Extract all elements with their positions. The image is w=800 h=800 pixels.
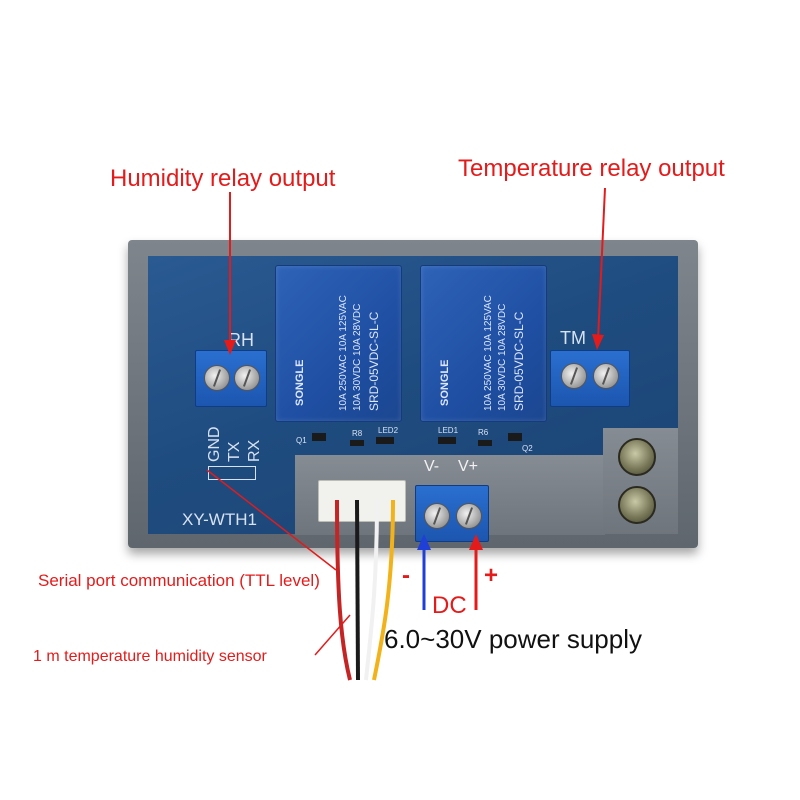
dc-plus-label: + <box>484 562 499 589</box>
v-plus-silkscreen: V+ <box>458 458 479 475</box>
sensor-pointer-line <box>314 614 351 656</box>
sensor-wire-yellow <box>372 499 395 681</box>
temperature-relay: SONGLE 10A 250VAC 10A 125VAC 10A 30VDC 1… <box>420 265 547 422</box>
r6-label: R6 <box>478 428 489 437</box>
rh-silkscreen: RH <box>228 330 254 350</box>
serial-pads <box>208 466 256 480</box>
dc-minus-label: - <box>402 562 410 589</box>
dc-minus-arrow-head <box>417 534 431 550</box>
transistor-q1 <box>312 433 326 441</box>
resistor-r8 <box>350 440 364 446</box>
sensor-wire-white <box>364 499 379 681</box>
sensor-wire-black <box>355 499 360 681</box>
transistor-q2 <box>508 433 522 441</box>
humidity-relay: SONGLE 10A 250VAC 10A 125VAC 10A 30VDC 1… <box>275 265 402 422</box>
led-1 <box>438 437 456 444</box>
sensor-wire-red <box>335 499 352 681</box>
led1-label: LED1 <box>438 426 459 435</box>
q1-label: Q1 <box>296 436 307 445</box>
temperature-relay-annotation: Temperature relay output <box>458 155 725 182</box>
power-supply-annotation: 6.0~30V power supply <box>384 624 643 654</box>
humidity-terminal-block <box>195 350 267 407</box>
resistor-r6 <box>478 440 492 446</box>
terminal-screw <box>424 503 450 529</box>
tm-silkscreen: TM <box>560 328 586 348</box>
serial-port-annotation: Serial port communication (TTL level) <box>38 571 320 590</box>
sensor-annotation: 1 m temperature humidity sensor <box>33 648 267 665</box>
terminal-screw <box>561 363 587 389</box>
q2-label: Q2 <box>522 444 533 453</box>
terminal-screw <box>456 503 482 529</box>
model-silkscreen: XY-WTH1 <box>182 510 257 529</box>
v-minus-silkscreen: V- <box>424 458 440 475</box>
r8-label: R8 <box>352 429 363 438</box>
dc-annotation: DC <box>432 592 467 619</box>
power-terminal-block <box>415 485 489 542</box>
temperature-arrow-head <box>592 334 604 350</box>
led2-label: LED2 <box>378 426 399 435</box>
terminal-screw <box>593 363 619 389</box>
terminal-screw <box>204 365 230 391</box>
humidity-arrow-head <box>224 340 236 355</box>
terminal-screw <box>234 365 260 391</box>
humidity-relay-annotation: Humidity relay output <box>110 165 336 192</box>
temperature-arrow-line <box>597 187 606 341</box>
led-2 <box>376 437 394 444</box>
dc-plus-arrow-head <box>469 534 483 550</box>
capacitor <box>618 438 656 476</box>
temperature-terminal-block <box>550 350 630 407</box>
capacitor <box>618 486 656 524</box>
serial-pointer-line <box>206 469 337 571</box>
